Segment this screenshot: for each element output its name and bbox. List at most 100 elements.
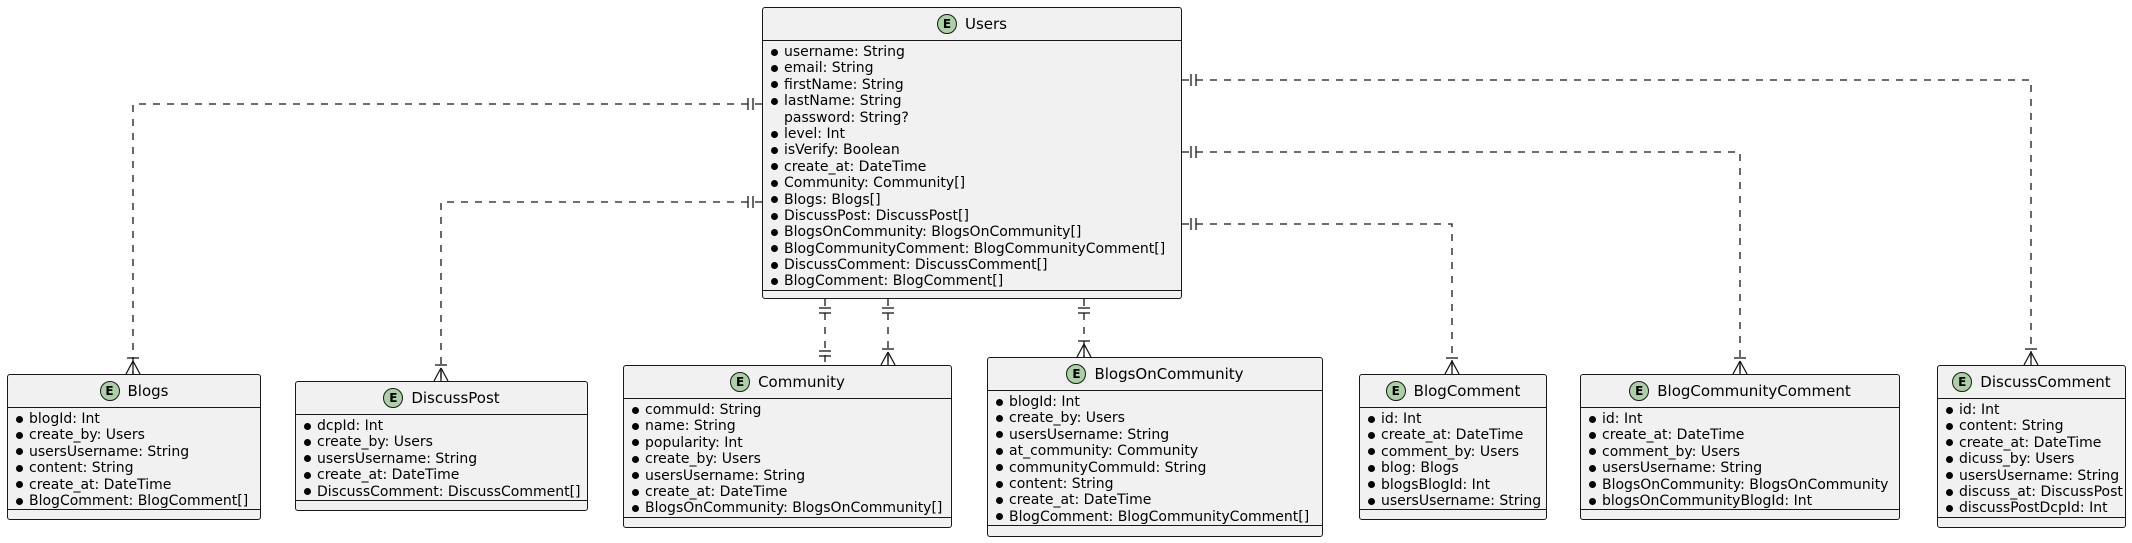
entity-field: usersUsername: String [1589, 460, 1899, 476]
entity-field: dicuss_by: Users [1946, 451, 2125, 467]
entity-field-label: usersUsername: String [645, 467, 806, 484]
mandatory-bullet-icon [1589, 481, 1596, 489]
entity-field-label: lastName: String [784, 93, 902, 110]
mandatory-bullet-icon [771, 81, 778, 89]
entity-field-label: content: String [29, 460, 134, 477]
entity-field-label: create_by: Users [645, 451, 761, 468]
entity-field-label: blogId: Int [1009, 394, 1080, 410]
entity-field-label: BlogsOnCommunity: BlogsOnCommunity[] [645, 500, 943, 517]
entity-header: E DiscussPost [296, 382, 587, 415]
entity-field: DiscussPost: DiscussPost[] [771, 208, 1181, 224]
entity-field: id: Int [1946, 402, 2125, 418]
entity-field-label: create_by: Users [317, 434, 433, 451]
entity-field-label: popularity: Int [645, 434, 743, 451]
entity-field: create_at: DateTime [304, 467, 587, 483]
entity-field: id: Int [1368, 411, 1546, 427]
entity-field: name: String [632, 418, 951, 434]
entity-field: create_by: Users [16, 427, 260, 443]
entity-field: Blogs: Blogs[] [771, 192, 1181, 208]
entity-field: BlogComment: BlogCommunityComment[] [996, 509, 1322, 525]
mandatory-bullet-icon [16, 481, 23, 489]
entity-field-label: dicuss_by: Users [1959, 451, 2075, 468]
mandatory-bullet-icon [632, 406, 639, 414]
entity-field-label: username: String [784, 44, 905, 60]
one-or-many-marker [132, 360, 141, 375]
entity-field: usersUsername: String [1368, 493, 1546, 509]
entity-field: comment_by: Users [1589, 444, 1899, 460]
entity-field-label: isVerify: Boolean [784, 142, 900, 159]
entity-field-label: commuId: String [645, 402, 762, 418]
mandatory-bullet-icon [304, 488, 311, 496]
entity-field-label: discussPostDcpId: Int [1959, 500, 2108, 517]
mandatory-bullet-icon [1368, 497, 1375, 505]
entity-title: Blogs [127, 382, 169, 400]
entity-field-label: email: String [784, 60, 874, 77]
entity-field-label: firstName: String [784, 76, 904, 93]
mandatory-bullet-icon [632, 505, 639, 513]
mandatory-bullet-icon [771, 278, 778, 286]
mandatory-bullet-icon [632, 488, 639, 496]
entity-field-label: BlogsOnCommunity: BlogsOnCommunity[] [784, 224, 1082, 241]
entity-title: BlogCommunityComment [1657, 382, 1851, 400]
entity-field-label: usersUsername: String [1959, 467, 2120, 484]
entity-field: level: Int [771, 126, 1181, 142]
one-or-many-marker [2023, 351, 2032, 366]
relationship-line [132, 103, 762, 374]
entity-field-label: create_at: DateTime [784, 158, 927, 175]
mandatory-bullet-icon [1589, 464, 1596, 472]
mandatory-bullet-icon [1589, 415, 1596, 423]
entity-field-label: id: Int [1602, 411, 1643, 427]
entity-field-label: create_at: DateTime [1959, 434, 2102, 451]
entity-field-label: DiscussPost: DiscussPost[] [784, 207, 969, 224]
entity-field: DiscussComment: DiscussComment[] [304, 484, 587, 500]
mandatory-bullet-icon [771, 97, 778, 105]
entity-field: create_at: DateTime [1946, 435, 2125, 451]
entity-field: at_community: Community [996, 443, 1322, 459]
entity-field-label: create_by: Users [1009, 410, 1125, 427]
entity-field: usersUsername: String [996, 427, 1322, 443]
entity-field: communityCommuId: String [996, 460, 1322, 476]
mandatory-bullet-icon [1946, 439, 1953, 447]
mandatory-bullet-icon [996, 431, 1003, 439]
mandatory-bullet-icon [16, 497, 23, 505]
entity-field: blogsBlogId: Int [1368, 477, 1546, 493]
entity-field-label: level: Int [784, 125, 845, 142]
entity-field: id: Int [1589, 411, 1899, 427]
entity-field-label: at_community: Community [1009, 443, 1199, 460]
entity-field-label: name: String [645, 418, 736, 435]
entity-title: Community [758, 373, 845, 391]
relationship-line [1182, 223, 1453, 374]
mandatory-bullet-icon [996, 480, 1003, 488]
entity-badge-icon: E [1629, 381, 1650, 401]
mandatory-bullet-icon [1368, 448, 1375, 456]
entity-field-label: BlogsOnCommunity: BlogsOnCommunity [1602, 476, 1889, 493]
mandatory-bullet-icon [1368, 464, 1375, 472]
entity-field-label: blogsBlogId: Int [1381, 476, 1491, 493]
entity-badge-icon: E [936, 14, 957, 34]
mandatory-bullet-icon [996, 398, 1003, 406]
entity-badge-icon: E [383, 388, 404, 408]
one-or-many-marker [1444, 360, 1453, 375]
one-or-many-marker [887, 351, 896, 366]
mandatory-bullet-icon [1368, 432, 1375, 440]
entity-field: blogsOnCommunityBlogId: Int [1589, 493, 1899, 509]
entity-field: BlogsOnCommunity: BlogsOnCommunity[] [771, 224, 1181, 240]
entity-field-label: usersUsername: String [1009, 426, 1170, 443]
mandatory-bullet-icon [16, 448, 23, 456]
one-or-many-marker [2030, 351, 2039, 366]
mandatory-bullet-icon [771, 228, 778, 236]
entity-field: username: String [771, 44, 1181, 60]
mandatory-bullet-icon [771, 163, 778, 171]
mandatory-bullet-icon [771, 65, 778, 73]
